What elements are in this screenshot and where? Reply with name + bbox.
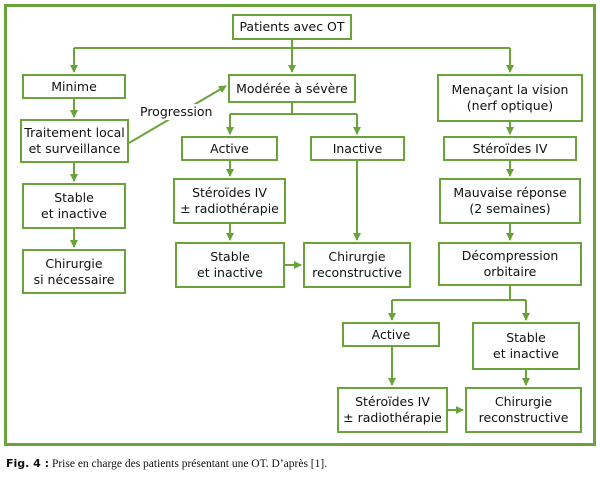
edge-label-progression: Progression (138, 104, 215, 120)
node-steroides-iv-radiotherapie-1: Stéroïdes IV ± radiothérapie (173, 178, 286, 224)
node-stable-et-inactive-1: Stable et inactive (22, 183, 126, 229)
node-stable-et-inactive-2: Stable et inactive (175, 242, 285, 288)
figure-caption-text: Prise en charge des patients présentant … (49, 458, 328, 470)
node-mauvaise-reponse: Mauvaise réponse (2 semaines) (439, 178, 581, 224)
edge-root-split (74, 40, 510, 49)
edge-decompression-split (392, 286, 526, 301)
node-moderee-a-severe: Modérée à sévère (228, 74, 356, 103)
node-chirurgie-reconstructive-2: Chirurgie reconstructive (465, 387, 582, 433)
node-menacant-la-vision: Menaçant la vision (nerf optique) (437, 74, 583, 122)
node-traitement-local: Traitement local et surveillance (20, 119, 129, 163)
node-active-1: Active (181, 136, 278, 161)
node-chirurgie-si-necessaire: Chirurgie si nécessaire (22, 249, 126, 294)
figure-caption-label: Fig. 4 : (6, 457, 50, 470)
node-patients-avec-ot: Patients avec OT (232, 14, 352, 40)
figure-caption: Fig. 4 : Prise en charge des patients pr… (6, 457, 327, 470)
node-steroides-iv-radiotherapie-2: Stéroïdes IV ± radiothérapie (337, 387, 448, 433)
node-inactive-1: Inactive (310, 136, 405, 161)
node-minime: Minime (22, 74, 126, 99)
edge-moderee-split (230, 103, 357, 115)
node-decompression-orbitaire: Décompression orbitaire (438, 242, 582, 286)
node-active-2: Active (342, 322, 440, 347)
node-chirurgie-reconstructive-1: Chirurgie reconstructive (303, 242, 411, 288)
node-stable-et-inactive-3: Stable et inactive (472, 322, 580, 370)
node-steroides-iv: Stéroïdes IV (443, 136, 577, 161)
